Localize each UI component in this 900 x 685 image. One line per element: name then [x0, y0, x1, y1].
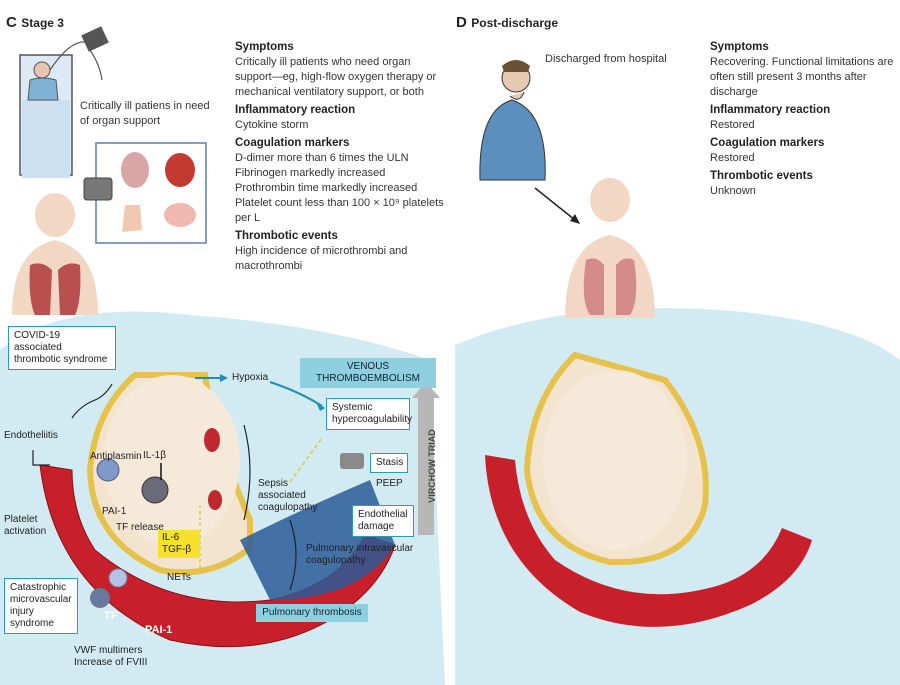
section-line: support—eg, high-flow oxygen therapy or — [235, 71, 437, 83]
bed-icon — [340, 453, 364, 469]
sepsis-bracket — [243, 424, 251, 521]
tf-release-label: TF release — [116, 522, 164, 533]
red-blood-cell — [208, 490, 222, 510]
tgfb-label: TGF-β — [162, 544, 192, 555]
alveolus-stage3 — [86, 372, 253, 576]
vte-box: VENOUS THROMBOEMBOLISM — [300, 358, 436, 388]
section-line: Cytokine storm — [235, 119, 309, 131]
panel-d-heading: D Post-discharge — [456, 14, 558, 32]
virchow-triad-label: VIRCHOW TRIAD — [427, 429, 437, 503]
sepsis-coagulopathy-label: Sepsis associated coagulopathy — [258, 478, 318, 513]
discharged-caption: Discharged from hospital — [545, 53, 667, 65]
section-heading: Inflammatory reaction — [710, 104, 831, 116]
endotheliitis-label: Endotheliitis — [4, 430, 58, 441]
section-line: Platelet count less than 100 × 10⁹ plate… — [235, 197, 444, 224]
section-line: mechanical ventilatory support, or both — [235, 86, 424, 98]
tf-label: TF — [104, 610, 118, 622]
vwf-label: VWF multimers Increase of FVIII — [74, 645, 147, 669]
torso-lungs-recovering — [565, 178, 655, 318]
thrombotic-section: Thrombotic events High incidence of micr… — [235, 229, 455, 274]
panel-c-title: Stage 3 — [21, 16, 64, 30]
symptoms-section: Symptoms Critically ill patients who nee… — [235, 40, 455, 100]
coagulation-section: Coagulation markers Restored — [710, 136, 898, 166]
catastrophic-microvascular-box: Catastrophic microvascular injury syndro… — [4, 578, 78, 634]
section-line: Recovering. Functional limitations are — [710, 56, 894, 68]
pulmonary-thrombosis-box: Pulmonary thrombosis — [256, 604, 368, 622]
blood-vessel-recovering — [485, 455, 812, 627]
stasis-box: Stasis — [370, 453, 408, 473]
coagulation-section: Coagulation markers D-dimer more than 6 … — [235, 136, 455, 226]
panel-c-sections: Symptoms Critically ill patients who nee… — [235, 40, 455, 277]
covid-thrombotic-syndrome-box: COVID-19 associated thrombotic syndrome — [8, 326, 116, 370]
tf-cell — [90, 588, 110, 608]
vwf-line: VWF multimers — [74, 645, 143, 656]
section-line: Restored — [710, 152, 755, 164]
panel-d-title: Post-discharge — [471, 16, 558, 30]
alveolus-recovering — [523, 351, 709, 566]
section-line: often still present 3 months after disch… — [710, 71, 867, 98]
immune-cell — [96, 458, 120, 482]
pulmonary-intravascular-label: Pulmonary intravascular coagulopathy — [306, 543, 414, 566]
covid-bracket — [71, 383, 113, 419]
discharge-arrow — [534, 187, 576, 221]
panel-d-sections: Symptoms Recovering. Functional limitati… — [710, 40, 898, 202]
pai1-top-label: PAI-1 — [102, 506, 127, 517]
section-line: Critically ill patients who need organ — [235, 56, 411, 68]
section-line: High incidence of microthrombi and — [235, 245, 408, 257]
section-line: Unknown — [710, 185, 756, 197]
nets-label: NETs — [167, 572, 191, 583]
torso-lungs-stage3 — [12, 193, 98, 315]
inflammatory-section: Inflammatory reaction Cytokine storm — [235, 103, 455, 133]
section-line: Fibrinogen markedly increased — [235, 167, 386, 179]
systemic-arrowhead — [316, 402, 325, 411]
panel-d-letter: D — [456, 14, 467, 31]
section-heading: Thrombotic events — [235, 230, 338, 242]
organ-support-box — [83, 142, 207, 244]
discharged-patient-illustration — [479, 60, 546, 181]
section-heading: Inflammatory reaction — [235, 104, 356, 116]
virchow-arrowhead — [412, 382, 440, 398]
hypoxia-arrowhead — [220, 374, 228, 382]
panel-c-heading: C Stage 3 — [6, 14, 64, 32]
virchow-triad-arrow — [418, 395, 434, 535]
thrombotic-section: Thrombotic events Unknown — [710, 169, 898, 199]
sepsis-to-systemic-arrow — [289, 437, 323, 483]
pulm-bracket — [289, 519, 297, 591]
endothelial-damage-box: Endothelial damage — [352, 505, 414, 537]
red-blood-cell — [204, 428, 220, 452]
systemic-hypercoagulability-box: Systemic hypercoagulability — [326, 398, 412, 430]
section-line: Prothrombin time markedly increased — [235, 182, 418, 194]
platelet-cell — [141, 476, 169, 504]
section-line: macrothrombi — [235, 260, 303, 272]
section-heading: Thrombotic events — [710, 170, 813, 182]
section-heading: Coagulation markers — [235, 137, 350, 149]
discharge-arrowhead — [570, 214, 580, 224]
il1b-label: IL-1β — [143, 450, 166, 461]
hypoxia-label: Hypoxia — [232, 372, 269, 383]
il6-tgfb-highlight: IL-6 TGF-β — [158, 530, 200, 558]
immune-cell — [108, 568, 128, 588]
symptoms-section: Symptoms Recovering. Functional limitati… — [710, 40, 898, 100]
inflammatory-section: Inflammatory reaction Restored — [710, 103, 898, 133]
peep-label: PEEP — [376, 478, 403, 489]
pai1-bottom-label: PAI-1 — [145, 624, 173, 636]
section-line: D-dimer more than 6 times the ULN — [235, 152, 409, 164]
blood-vessel-stage3 — [39, 464, 396, 648]
section-line: Restored — [710, 119, 755, 131]
endotheliitis-line — [32, 450, 50, 466]
icu-caption: Critically ill patiens in need of organ … — [80, 100, 210, 127]
icu-patient-illustration — [19, 26, 109, 178]
fviii-line: Increase of FVIII — [74, 657, 148, 668]
il6-label: IL-6 — [162, 532, 180, 543]
section-heading: Symptoms — [235, 41, 294, 53]
section-heading: Coagulation markers — [710, 137, 825, 149]
section-heading: Symptoms — [710, 41, 769, 53]
antiplasmin-label: Antiplasmin — [90, 451, 142, 462]
platelet-activation-label: Platelet activation — [4, 514, 47, 537]
panel-c-letter: C — [6, 14, 17, 31]
